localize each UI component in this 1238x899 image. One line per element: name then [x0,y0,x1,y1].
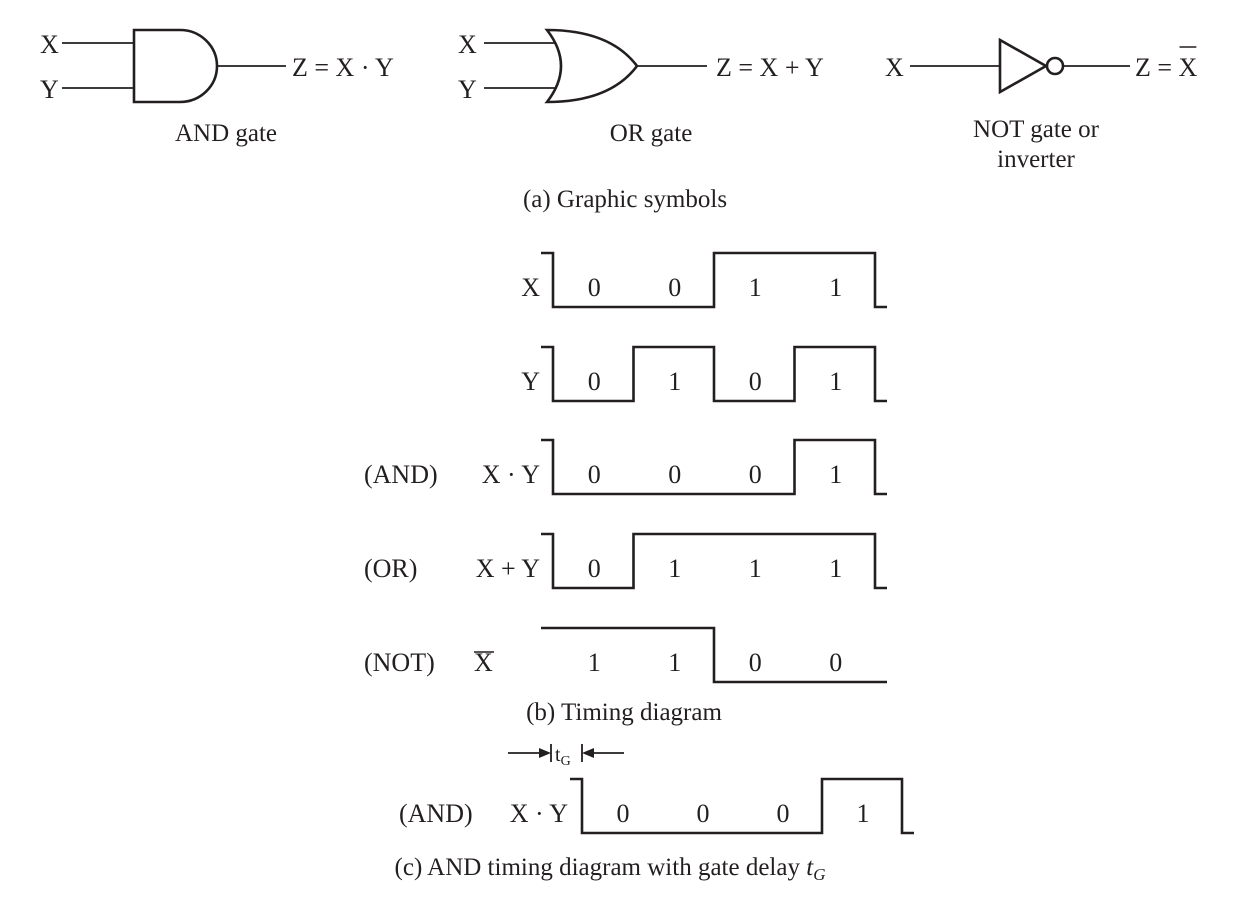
timing-row-y: Y 0 1 0 1 [521,345,887,403]
timing-row-y-value-2: 1 [668,367,681,396]
delay-row-value-2: 0 [697,799,710,828]
delay-caption: (c) AND timing diagram with gate delay t… [395,854,826,884]
delay-row-gate-label: (AND) [399,799,473,828]
delay-row-value-3: 0 [777,799,790,828]
delay-row-value-1: 0 [617,799,630,828]
timing-row-y-value-3: 0 [749,367,762,396]
timing-row-not-value-4: 0 [829,648,842,677]
timing-row-or-signal-label: X + Y [476,554,540,583]
or-gate-symbol: X Y Z = X + Y OR gate [458,28,824,147]
and-gate-caption: AND gate [175,120,277,147]
timing-row-or-value-4: 1 [829,554,842,583]
timing-row-or-waveform [541,532,887,590]
not-gate-body [998,37,1049,95]
not-gate-symbol: X Z = X NOT gate or inverter [885,37,1198,173]
timing-diagram-caption: (b) Timing diagram [526,699,722,726]
timing-row-not: (NOT) X 1 1 0 0 [364,626,887,684]
and-gate-body [132,28,219,104]
timing-row-x-value-2: 0 [668,273,681,302]
and-gate-input-y-label: Y [40,75,59,104]
timing-row-x-signal-label: X [521,273,540,302]
timing-row-not-value-2: 1 [668,648,681,677]
timing-row-or-gate-label: (OR) [364,554,417,583]
timing-row-x-waveform [541,251,887,309]
or-gate-output-label: Z = X + Y [716,53,824,82]
delay-row-signal-label: X · Y [510,799,568,828]
timing-row-or-value-2: 1 [668,554,681,583]
timing-row-and-value-4: 1 [829,460,842,489]
timing-row-and: (AND) X · Y 0 0 0 1 [364,438,887,496]
timing-row-not-signal-label: X [474,648,493,677]
or-gate-body [544,28,639,104]
delay-row-waveform [570,777,914,835]
not-gate-output-label: Z = X [1135,53,1198,82]
timing-row-not-gate-label: (NOT) [364,648,435,677]
timing-row-and-signal-label: X · Y [482,460,540,489]
timing-row-and-value-1: 0 [588,460,601,489]
gate-delay-marker: tG [508,744,624,769]
timing-row-and-waveform [541,438,887,496]
timing-row-y-value-4: 1 [829,367,842,396]
timing-row-not-waveform [541,626,887,684]
delay-tg-label: tG [555,744,571,769]
timing-row-and-gate-label: (AND) [364,460,438,489]
and-gate-symbol: X Y Z = X · Y AND gate [40,28,394,147]
or-gate-input-x-label: X [458,30,477,59]
not-gate-bubble [1045,56,1065,76]
timing-row-x-value-4: 1 [829,273,842,302]
not-gate-input-label: X [885,53,904,82]
timing-row-y-signal-label: Y [521,367,540,396]
timing-row-and-value-2: 0 [668,460,681,489]
delay-row-value-4: 1 [857,799,870,828]
graphic-symbols-caption: (a) Graphic symbols [523,186,727,213]
and-gate-input-x-label: X [40,30,59,59]
timing-row-and-value-3: 0 [749,460,762,489]
timing-row-x: X 0 0 1 1 [521,251,887,309]
timing-row-or: (OR) X + Y 0 1 1 1 [364,532,887,590]
timing-row-or-value-3: 1 [749,554,762,583]
timing-row-y-value-1: 0 [588,367,601,396]
delay-left-arrowhead [539,748,551,758]
timing-row-not-value-3: 0 [749,648,762,677]
timing-row-x-value-1: 0 [588,273,601,302]
or-gate-input-y-label: Y [458,75,477,104]
or-gate-caption: OR gate [610,120,693,147]
timing-row-x-value-3: 1 [749,273,762,302]
delay-right-arrowhead [582,748,594,758]
not-gate-caption-line1: NOT gate or [973,116,1100,143]
timing-row-y-waveform [541,345,887,403]
and-gate-output-label: Z = X · Y [292,53,394,82]
timing-row-or-value-1: 0 [588,554,601,583]
timing-row-not-value-1: 1 [588,648,601,677]
not-gate-caption-line2: inverter [997,146,1075,173]
delayed-and-timing-row: (AND) X · Y 0 0 0 1 [399,777,914,835]
